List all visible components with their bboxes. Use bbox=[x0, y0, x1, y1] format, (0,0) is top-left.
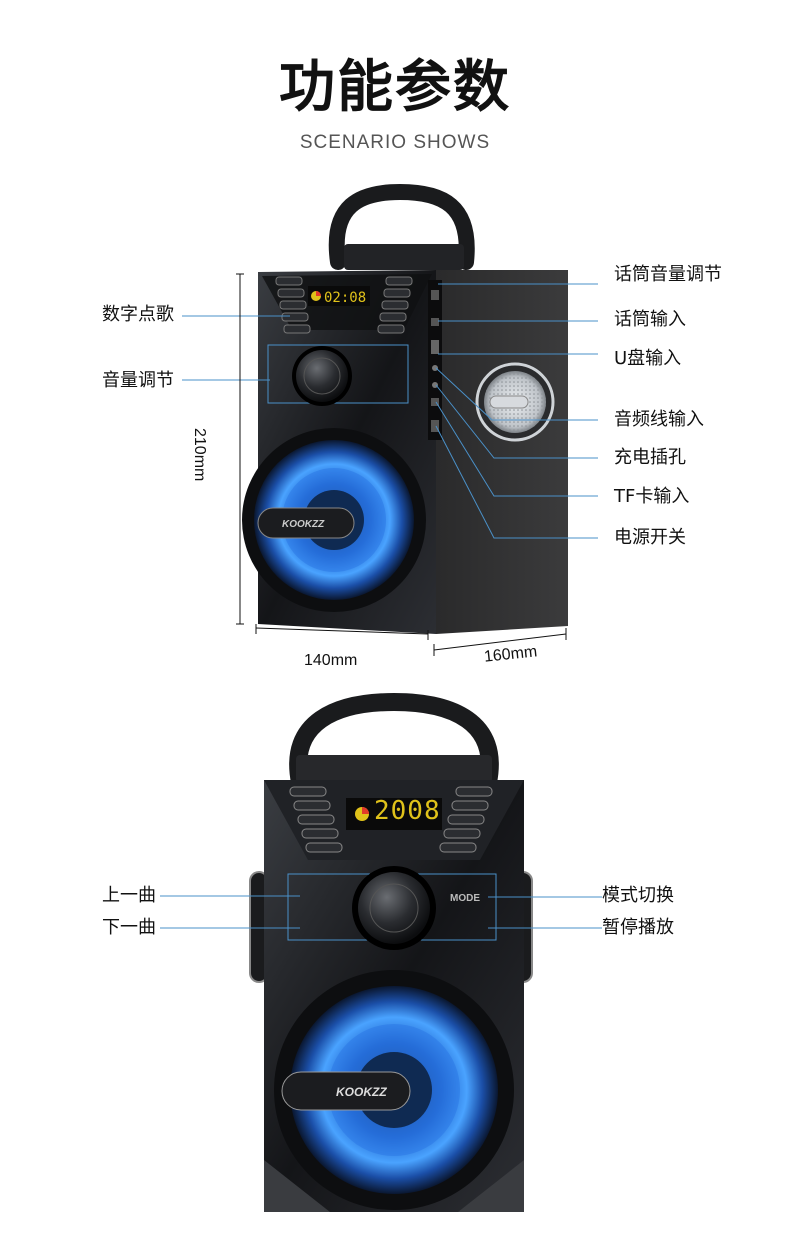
label-charging-port: 充电插孔 bbox=[614, 447, 686, 468]
top-display-digits: 02:08 bbox=[324, 290, 367, 306]
label-tf-input: TF卡输入 bbox=[614, 486, 690, 507]
label-mic-volume: 话筒音量调节 bbox=[614, 264, 722, 285]
keypad-right bbox=[377, 276, 413, 334]
dimension-lines bbox=[236, 273, 567, 656]
page-title: 功能参数 bbox=[279, 55, 511, 120]
label-next-track: 下一曲 bbox=[102, 917, 156, 938]
speaker-side-view bbox=[242, 183, 568, 634]
label-play-pause: 暂停播放 bbox=[602, 917, 674, 938]
label-mode-switch: 模式切换 bbox=[602, 885, 674, 906]
dimension-width: 140mm bbox=[304, 652, 358, 669]
label-aux-input: 音频线输入 bbox=[614, 409, 704, 430]
page-subtitle: SCENARIO SHOWS bbox=[299, 132, 491, 153]
speaker-front-view bbox=[249, 692, 533, 1212]
front-display-digits: 2008 bbox=[374, 796, 441, 826]
dimension-height: 210mm bbox=[191, 428, 208, 482]
keypad-left bbox=[275, 276, 311, 334]
label-volume-control: 音量调节 bbox=[102, 370, 174, 391]
brand-logo-side: KOOKZZ bbox=[282, 519, 325, 530]
label-usb-input: U盘输入 bbox=[614, 348, 682, 369]
label-mic-input: 话筒输入 bbox=[614, 309, 686, 330]
label-previous-track: 上一曲 bbox=[102, 885, 156, 906]
mode-button-label: MODE bbox=[450, 893, 480, 904]
callout-lines bbox=[160, 283, 602, 929]
brand-logo-front: KOOKZZ bbox=[336, 1085, 387, 1099]
label-power-switch: 电源开关 bbox=[614, 527, 686, 548]
label-number-song: 数字点歌 bbox=[102, 304, 174, 325]
